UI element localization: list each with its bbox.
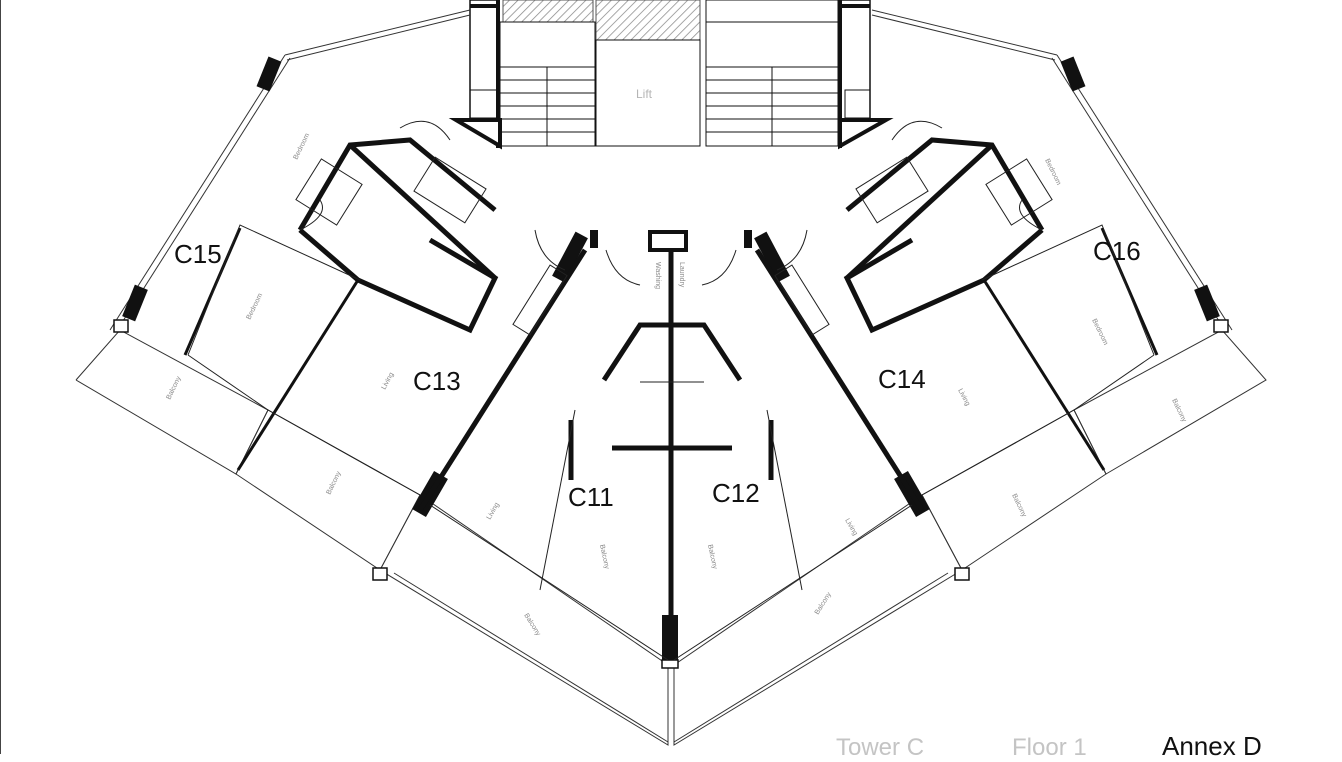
- svg-text:Balcony: Balcony: [1010, 493, 1027, 519]
- party-walls: [297, 137, 1045, 660]
- svg-text:Living: Living: [486, 502, 501, 521]
- unit-label-c13: C13: [413, 366, 461, 396]
- svg-text:Living: Living: [956, 388, 971, 408]
- svg-text:Bedroom: Bedroom: [246, 292, 265, 321]
- thin-partitions: [187, 120, 1155, 661]
- svg-text:Laundry: Laundry: [678, 262, 685, 288]
- floor-caption: Floor 1: [1012, 734, 1087, 761]
- unit-label-c12: C12: [712, 478, 760, 508]
- unit-label-c15: C15: [174, 239, 222, 269]
- svg-text:Balcony: Balcony: [706, 544, 718, 570]
- unit-label-c11: C11: [568, 482, 614, 512]
- unit-label-c16: C16: [1093, 236, 1141, 266]
- svg-text:Balcony: Balcony: [522, 612, 541, 637]
- svg-text:Balcony: Balcony: [326, 470, 343, 496]
- svg-text:Balcony: Balcony: [1170, 398, 1187, 424]
- unit-label-c14: C14: [878, 364, 926, 394]
- svg-text:Living: Living: [843, 518, 858, 537]
- svg-text:Balcony: Balcony: [598, 544, 610, 570]
- svg-text:Balcony: Balcony: [166, 375, 183, 401]
- column-bases: [113, 230, 1229, 669]
- svg-text:Washing: Washing: [654, 262, 661, 289]
- svg-text:Bedroom: Bedroom: [293, 132, 312, 161]
- room-annotations: Bedroom Living Living Balcony Balcony Li…: [166, 132, 1188, 637]
- tower-caption: Tower C: [836, 734, 925, 761]
- svg-text:Living: Living: [381, 371, 396, 391]
- svg-text:Bedroom: Bedroom: [1043, 158, 1062, 187]
- annex-caption: Annex D: [1162, 731, 1262, 761]
- building-core: [448, 0, 894, 150]
- lift-label: Lift: [636, 87, 653, 101]
- svg-text:Bedroom: Bedroom: [1090, 318, 1109, 347]
- svg-text:Balcony: Balcony: [814, 591, 833, 616]
